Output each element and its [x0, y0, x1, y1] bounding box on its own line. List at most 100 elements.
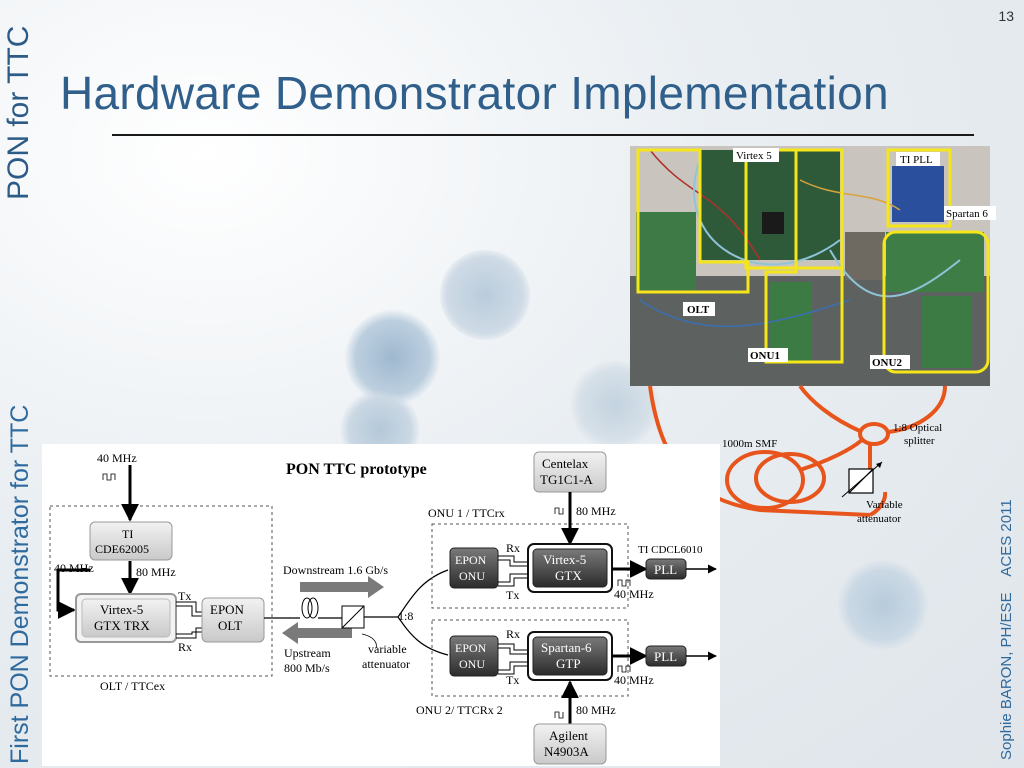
ti-label: TI: [122, 527, 133, 541]
clk80-label: 80 MHz: [136, 565, 176, 579]
bg-bubble: [838, 560, 928, 650]
optical-splitter-icon: [858, 422, 890, 446]
onu1-tx-label: Tx: [506, 588, 519, 602]
diagram-attenuator-label-2: attenuator: [362, 657, 410, 671]
onu2-tx-label: Tx: [506, 673, 519, 687]
centelax-model: TG1C1-A: [540, 472, 593, 487]
upstream-rate: 800 Mb/s: [284, 661, 330, 675]
onu1-group-box: [431, 523, 629, 609]
onu1-group-label: ONU 1 / TTCrx: [428, 506, 505, 520]
onu2-rx-lines: [498, 643, 530, 655]
olt-tag: OLT: [687, 304, 710, 316]
onu2-tag: ONU2: [872, 357, 902, 369]
photo-cable: [639, 299, 851, 328]
virtex5-board: [700, 150, 840, 260]
olt-group-label: OLT / TTCex: [100, 679, 165, 693]
ti-pll-tag-box: [896, 152, 940, 166]
onu2-clk-label: 80 MHz: [576, 703, 616, 717]
onu1-tag: ONU1: [750, 350, 780, 362]
epon-olt-sub: OLT: [218, 618, 242, 633]
attenuator-label: Variable: [866, 499, 903, 511]
ti-cdcl-label: TI CDCL6010: [638, 544, 703, 556]
splitter-label-2: splitter: [904, 435, 935, 447]
agilent-box: [533, 723, 607, 765]
splitter-branch-1: [397, 569, 449, 618]
downstream-arrow: [300, 576, 384, 598]
title-underline: [112, 134, 974, 136]
onu2-board: [922, 296, 972, 368]
onu1-tx-lines: [498, 573, 530, 587]
virtex5-gtx-sub: GTX: [555, 568, 582, 583]
virtex5-chip: [762, 212, 784, 234]
downstream-label: Downstream 1.6 Gb/s: [283, 563, 388, 577]
olt-tx-lines: [176, 601, 202, 617]
fiber-coil-icon: [301, 597, 313, 619]
ti-cde62005-box: [89, 521, 173, 561]
onu1-rx-lines: [498, 555, 530, 567]
onu1-clk-label: 80 MHz: [576, 504, 616, 518]
splitter-branch-2: [397, 616, 449, 656]
ti-pll-tag: TI PLL: [900, 154, 933, 166]
slide-title: Hardware Demonstrator Implementation: [60, 67, 889, 119]
onu2-epon-sub: ONU: [459, 657, 485, 671]
page-number: 13: [998, 8, 1014, 24]
clock-square-wave: [102, 473, 116, 481]
upstream-label: Upstream: [284, 646, 331, 660]
split-ratio-label: 1:8: [398, 609, 413, 623]
olt-board: [636, 212, 696, 290]
agilent-model: N4903A: [544, 744, 589, 759]
fiber-onu1: [798, 384, 863, 434]
diagram-attenuator-label: variable: [368, 642, 407, 656]
onu2-rx-label: Rx: [506, 627, 520, 641]
virtex5-tag: Virtex 5: [736, 150, 772, 162]
photo-cable: [693, 159, 841, 266]
onu2-tx-lines: [498, 661, 530, 675]
onu2-out-clk: 40 MHz: [614, 673, 654, 687]
clk40-label: 40 MHz: [54, 561, 94, 575]
ti-part-label: CDE62005: [95, 542, 149, 556]
olt-rx-lines: [176, 627, 202, 639]
onu2-pll-label: PLL: [654, 649, 677, 664]
bg-bubble: [440, 250, 530, 340]
olt-tag-box: [683, 302, 715, 316]
virtex5-tag-box: [733, 148, 779, 162]
onu2-epon-box: [449, 635, 499, 677]
onu2-group-label: ONU 2/ TTCRx 2: [416, 703, 503, 717]
virtex5-gtx-label: Virtex-5: [543, 552, 586, 567]
spartan6-tag-box: [944, 206, 996, 220]
fiber-spool-loop: [754, 452, 826, 504]
photo-cable: [829, 249, 961, 298]
fiber-to-attenuator: [869, 491, 888, 517]
ti-pll-outline: [886, 148, 952, 228]
splitter-label: 1:8 Optical: [893, 422, 942, 434]
misc-board: [845, 232, 885, 280]
onu2-outline: [882, 230, 990, 374]
spartan6-gtp-sub: GTP: [556, 656, 581, 671]
diagram-title: PON TTC prototype: [286, 461, 427, 478]
ti-pll-board: [892, 166, 944, 222]
epon-olt-box: [201, 597, 265, 643]
olt-rx-label: Rx: [178, 640, 192, 654]
onu1-tag-box: [748, 348, 788, 362]
onu1-epon-label: EPON: [455, 553, 487, 567]
virtex5-trx-label: Virtex-5: [100, 602, 143, 617]
fiber-link: [799, 438, 864, 472]
onu2-group-box: [431, 619, 629, 697]
clock-in-label: 40 MHz: [97, 451, 137, 465]
onu1-pll-label: PLL: [654, 562, 677, 577]
spartan6-gtp-label: Spartan-6: [541, 640, 592, 655]
clk40-arrow: [56, 568, 90, 619]
agilent-label: Agilent: [549, 728, 588, 743]
attenuator-label-2: attenuator: [857, 513, 901, 525]
fiber-spool-loop: [725, 450, 805, 510]
onu2-tag-box: [870, 355, 910, 369]
spartan6-board: [886, 232, 984, 292]
photo-cable: [799, 179, 901, 211]
onu1-out-clk: 40 MHz: [614, 587, 654, 601]
spartan6-tag: Spartan 6: [946, 208, 988, 220]
upstream-arrow: [282, 622, 352, 644]
olt-outline: [636, 148, 750, 294]
